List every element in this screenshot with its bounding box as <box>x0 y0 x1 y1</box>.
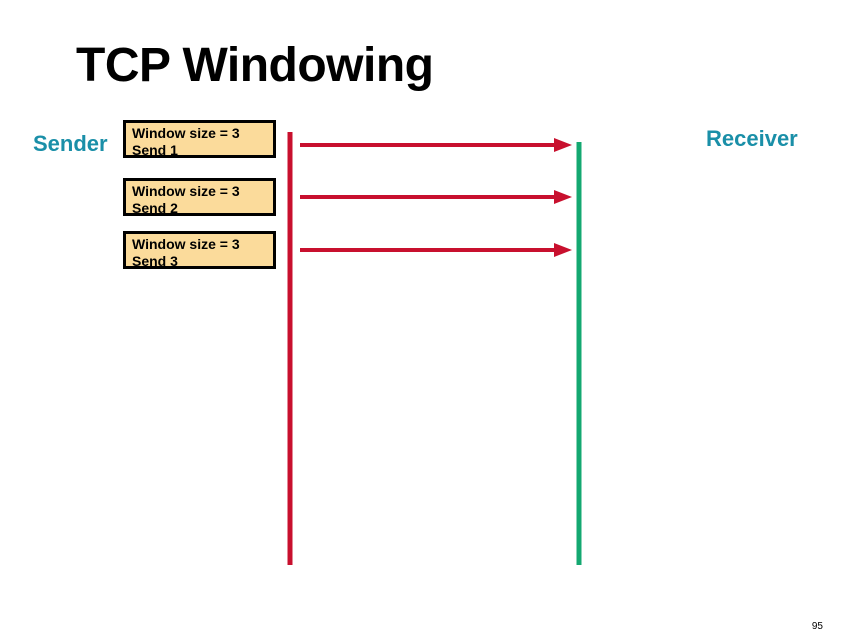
slide-title: TCP Windowing <box>76 39 434 92</box>
packet-window-size: Window size = 3 <box>132 125 240 141</box>
packet-arrow-2 <box>300 190 572 204</box>
packet-send-label: Send 2 <box>132 200 178 216</box>
packet-window-size: Window size = 3 <box>132 236 240 252</box>
packet-arrow-1 <box>300 138 572 152</box>
page-number: 95 <box>811 621 823 632</box>
packet-arrow-3 <box>300 243 572 257</box>
packet-send-label: Send 3 <box>132 253 178 269</box>
sender-label: Sender <box>33 131 108 156</box>
packet-window-size: Window size = 3 <box>132 183 240 199</box>
packet-box-3: Window size = 3 Send 3 <box>123 231 276 269</box>
packet-box-1: Window size = 3 Send 1 <box>123 120 276 158</box>
packet-box-2: Window size = 3 Send 2 <box>123 178 276 216</box>
packet-send-label: Send 1 <box>132 142 178 158</box>
receiver-label: Receiver <box>706 126 798 151</box>
